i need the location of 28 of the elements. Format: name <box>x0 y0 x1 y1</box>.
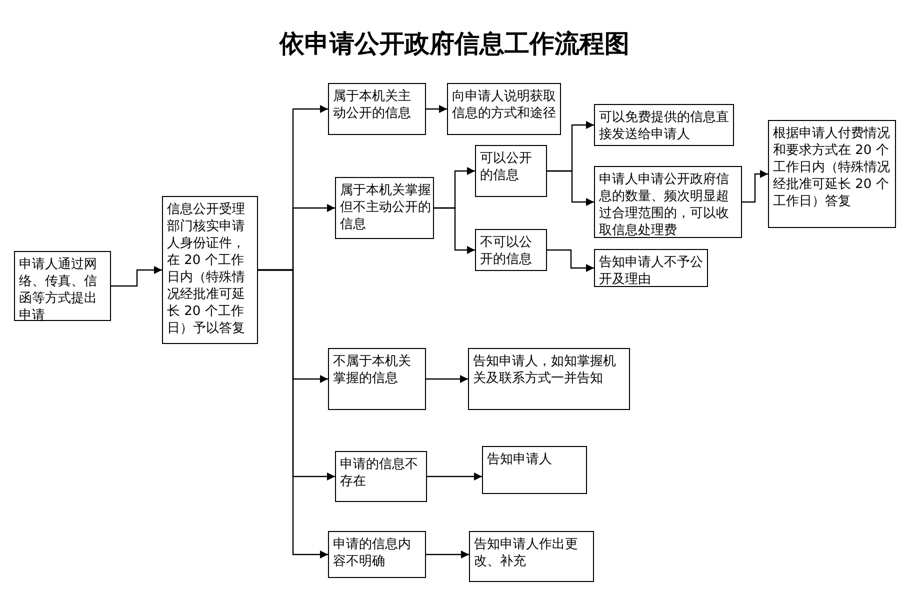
arrow <box>426 105 447 113</box>
arrow <box>111 266 162 287</box>
process-box: 申请人申请公开政府信息的数量、频次明显超过合理范围的，可以收取信息处理费 <box>594 166 742 238</box>
arrow <box>547 249 594 272</box>
process-box: 不属于本机关掌握的信息 <box>328 348 426 410</box>
process-box: 属于本机关主动公开的信息 <box>328 83 426 135</box>
process-box: 属于本机关掌握但不主动公开的信息 <box>335 177 434 239</box>
process-box: 根据申请人付费情况和要求方式在 20 个工作日内（特殊情况经批准可延长 20 个工作日）答复 <box>768 120 896 228</box>
process-box: 申请人通过网络、传真、信函等方式提出申请 <box>14 251 111 321</box>
arrow <box>426 550 469 558</box>
process-box: 申请的信息不存在 <box>335 451 427 502</box>
process-box: 不可以公开的信息 <box>475 229 547 271</box>
arrow <box>426 375 468 383</box>
arrow <box>434 207 475 254</box>
arrow <box>258 269 328 558</box>
process-box: 可以公开的信息 <box>475 145 547 197</box>
process-box: 申请的信息内容不明确 <box>328 531 426 578</box>
arrow <box>547 170 594 206</box>
process-box: 告知申请人不予公开及理由 <box>594 249 708 287</box>
process-box: 可以免费提供的信息直接发送给申请人 <box>594 104 734 146</box>
process-box: 向申请人说明获取信息的方式和途径 <box>447 83 561 135</box>
arrow <box>427 472 482 480</box>
process-box: 告知申请人作出更改、补充 <box>469 531 594 582</box>
arrow <box>742 170 768 203</box>
process-box: 告知申请人，如知掌握机关及联系方式一并告知 <box>468 348 630 410</box>
process-box: 信息公开受理部门核实申请人身份证件，在 20 个工作日内（特殊情况经批准可延长 20 个工作日）予以答复 <box>162 196 258 344</box>
diagram-title: 依申请公开政府信息工作流程图 <box>278 28 630 60</box>
process-box: 告知申请人 <box>482 446 587 494</box>
